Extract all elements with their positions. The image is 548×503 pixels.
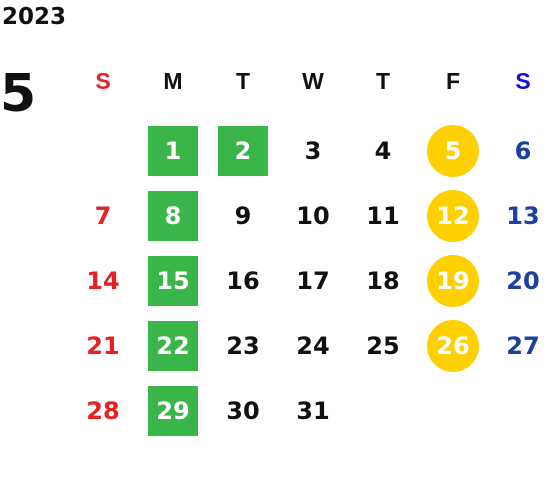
day-number: 28 (86, 396, 120, 425)
day-number: 29 (148, 385, 198, 436)
day-number: 10 (296, 201, 330, 230)
day-cell-18[interactable]: 18 (348, 248, 418, 313)
day-cell-3[interactable]: 3 (278, 118, 348, 183)
day-cell-23[interactable]: 23 (208, 313, 278, 378)
weekday-header-mon: M (163, 68, 183, 94)
day-number: 2 (218, 125, 268, 176)
day-number: 23 (226, 331, 260, 360)
day-cell-16[interactable]: 16 (208, 248, 278, 313)
day-number: 6 (514, 136, 532, 165)
day-cell-12[interactable]: 12 (418, 183, 488, 248)
day-number: 5 (427, 124, 479, 177)
day-cell-8[interactable]: 8 (138, 183, 208, 248)
day-number: 7 (94, 201, 112, 230)
day-cell-25[interactable]: 25 (348, 313, 418, 378)
day-number: 26 (427, 319, 479, 372)
day-number: 20 (506, 266, 540, 295)
day-cell-20[interactable]: 20 (488, 248, 548, 313)
day-cell-6[interactable]: 6 (488, 118, 548, 183)
day-cell-7[interactable]: 7 (68, 183, 138, 248)
day-number: 25 (366, 331, 400, 360)
day-cell-2[interactable]: 2 (208, 118, 278, 183)
month-number: 5 (0, 64, 37, 124)
day-number: 15 (148, 255, 198, 306)
day-cell-26[interactable]: 26 (418, 313, 488, 378)
day-number: 21 (86, 331, 120, 360)
day-cell-4[interactable]: 4 (348, 118, 418, 183)
day-number: 3 (304, 136, 322, 165)
day-number: 11 (366, 201, 400, 230)
day-cell-11[interactable]: 11 (348, 183, 418, 248)
weekday-header-thu: T (375, 68, 391, 94)
year-label: 2023 (2, 4, 67, 30)
day-number: 1 (148, 125, 198, 176)
day-cell-17[interactable]: 17 (278, 248, 348, 313)
day-number: 24 (296, 331, 330, 360)
day-cell-22[interactable]: 22 (138, 313, 208, 378)
day-number: 16 (226, 266, 260, 295)
weekday-header-fri: F (445, 68, 461, 94)
day-number: 17 (296, 266, 330, 295)
day-cell-27[interactable]: 27 (488, 313, 548, 378)
day-cell-9[interactable]: 9 (208, 183, 278, 248)
day-number: 30 (226, 396, 260, 425)
weekday-header-sun: S (95, 68, 111, 94)
day-number: 27 (506, 331, 540, 360)
day-cell-24[interactable]: 24 (278, 313, 348, 378)
day-cell-5[interactable]: 5 (418, 118, 488, 183)
day-number: 8 (148, 190, 198, 241)
day-cell-15[interactable]: 15 (138, 248, 208, 313)
day-number: 13 (506, 201, 540, 230)
day-number: 31 (296, 396, 330, 425)
day-cell-1[interactable]: 1 (138, 118, 208, 183)
day-cell-29[interactable]: 29 (138, 378, 208, 443)
day-cell-19[interactable]: 19 (418, 248, 488, 313)
day-number: 18 (366, 266, 400, 295)
day-cell-31[interactable]: 31 (278, 378, 348, 443)
day-number: 19 (427, 254, 479, 307)
day-cell-14[interactable]: 14 (68, 248, 138, 313)
day-cell-28[interactable]: 28 (68, 378, 138, 443)
day-cell-10[interactable]: 10 (278, 183, 348, 248)
day-number: 22 (148, 320, 198, 371)
day-cell-30[interactable]: 30 (208, 378, 278, 443)
weekday-header-tue: T (235, 68, 251, 94)
day-cell-21[interactable]: 21 (68, 313, 138, 378)
day-number: 4 (374, 136, 392, 165)
day-number: 12 (427, 189, 479, 242)
day-number: 14 (86, 266, 120, 295)
weekday-header-sat: S (515, 68, 531, 94)
weekday-header-wed: W (302, 68, 324, 94)
day-cell-13[interactable]: 13 (488, 183, 548, 248)
day-number: 9 (234, 201, 252, 230)
